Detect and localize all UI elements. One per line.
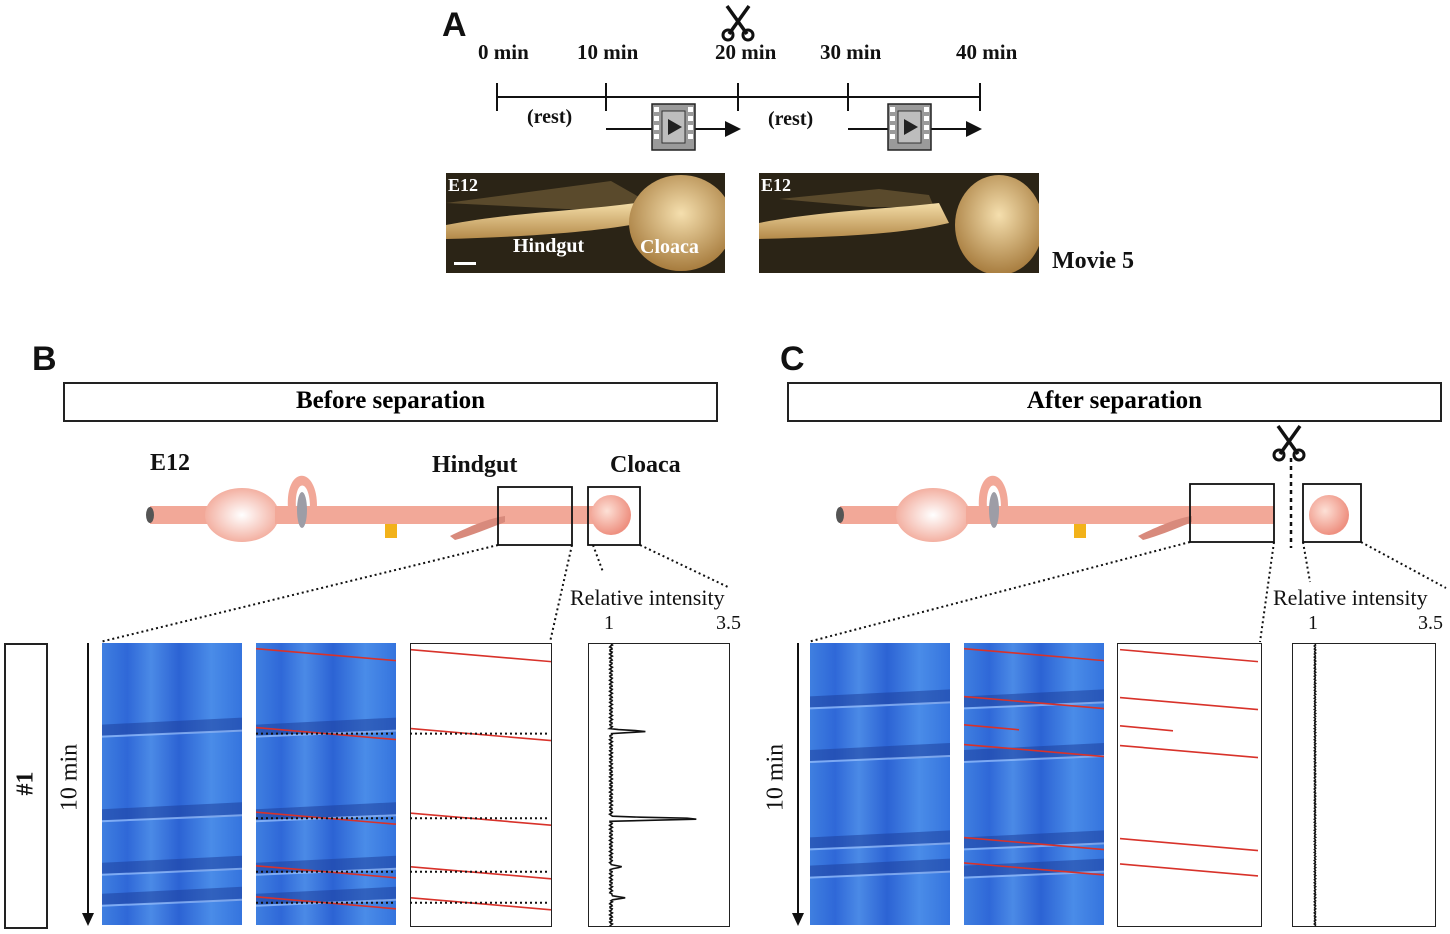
wave-line: [256, 647, 396, 662]
band-highlight: [964, 754, 1104, 763]
wave-line: [1119, 648, 1259, 663]
kymograph-b-raw: [102, 643, 242, 925]
hindgut-label-b: Hindgut: [432, 452, 518, 478]
photo1-hindgut-label: Hindgut: [513, 235, 585, 257]
time-label-0: 0 min: [478, 40, 529, 64]
wave-trace-b: [410, 643, 552, 927]
gut-schematic-c: [836, 424, 1362, 548]
wave-line: [964, 862, 1104, 876]
wave-line: [964, 723, 1020, 731]
dotted-extensions-b: [256, 732, 550, 904]
scissors-icon: [1272, 424, 1306, 462]
intensity-label-c: Relative intensity: [1273, 585, 1428, 610]
sample-label: #1: [12, 771, 39, 796]
wave-line: [964, 647, 1104, 662]
zoom-lines-c: [807, 541, 1447, 643]
wave-trace-c: [1117, 643, 1262, 927]
film-icon: [887, 103, 932, 151]
wave-line: [964, 695, 1104, 710]
intensity-label-b: Relative intensity: [570, 585, 725, 610]
sample-box: [4, 643, 48, 929]
wave-line: [410, 648, 552, 663]
before-separation-banner: Before separation: [63, 382, 718, 422]
band-highlight: [810, 870, 950, 879]
wave-line: [1119, 744, 1259, 759]
wave-line: [1119, 837, 1259, 852]
wave-line: [410, 812, 552, 826]
time-label-10: 10 min: [577, 40, 639, 64]
wave-line: [410, 865, 552, 880]
time-label-20: 20 min: [715, 40, 777, 64]
stage-label-b: E12: [150, 450, 191, 476]
after-separation-banner: After separation: [787, 382, 1442, 422]
wave-line: [1119, 696, 1259, 711]
panel-c-letter: C: [780, 340, 805, 378]
cloaca-label-b: Cloaca: [610, 452, 681, 478]
timeline: [496, 4, 982, 151]
band-highlight: [102, 867, 242, 876]
time-axis-c: [792, 643, 804, 926]
zoom-lines-b: [99, 544, 731, 643]
panel-b-letter: B: [32, 340, 57, 378]
kymograph-c-raw: [810, 643, 950, 925]
rest-label-2: (rest): [768, 108, 814, 130]
hindgut-photo-after: E12: [759, 173, 1039, 273]
axis-max-b: 3.5: [716, 612, 741, 634]
band-highlight: [964, 842, 1104, 851]
axis-min-c: 1: [1308, 612, 1318, 634]
wave-line: [1119, 863, 1259, 877]
band-highlight: [810, 701, 950, 710]
kymograph-c-traced: [964, 643, 1104, 925]
duration-label-c: 10 min: [762, 743, 789, 812]
hindgut-photo-before: E12 Hindgut Cloaca: [446, 173, 725, 273]
band-highlight: [964, 701, 1104, 710]
photo1-cloaca-label: Cloaca: [640, 236, 699, 258]
panel-a-letter: A: [442, 6, 467, 44]
axis-max-c: 3.5: [1418, 612, 1443, 634]
axis-min-b: 1: [604, 612, 614, 634]
band-highlight: [102, 729, 242, 738]
band-highlight: [810, 842, 950, 851]
photo2-stage-label: E12: [761, 175, 792, 195]
wave-line: [964, 836, 1104, 851]
gut-schematic-b: [146, 475, 641, 546]
movie-label: Movie 5: [1052, 248, 1134, 274]
wave-line: [964, 743, 1104, 758]
intensity-trace-c: [1292, 643, 1436, 927]
time-label-30: 30 min: [820, 40, 882, 64]
band-highlight: [102, 814, 242, 823]
rest-label-1: (rest): [527, 106, 573, 128]
photo1-stage-label: E12: [448, 175, 479, 195]
band-highlight: [810, 754, 950, 763]
film-icon: [651, 103, 696, 151]
scissors-icon: [721, 4, 755, 42]
intensity-trace-b: [588, 643, 730, 927]
time-label-40: 40 min: [956, 40, 1018, 64]
time-axis-b: [82, 643, 94, 926]
wave-line: [1119, 724, 1174, 732]
band-highlight: [102, 898, 242, 907]
duration-label-b: 10 min: [56, 743, 83, 812]
